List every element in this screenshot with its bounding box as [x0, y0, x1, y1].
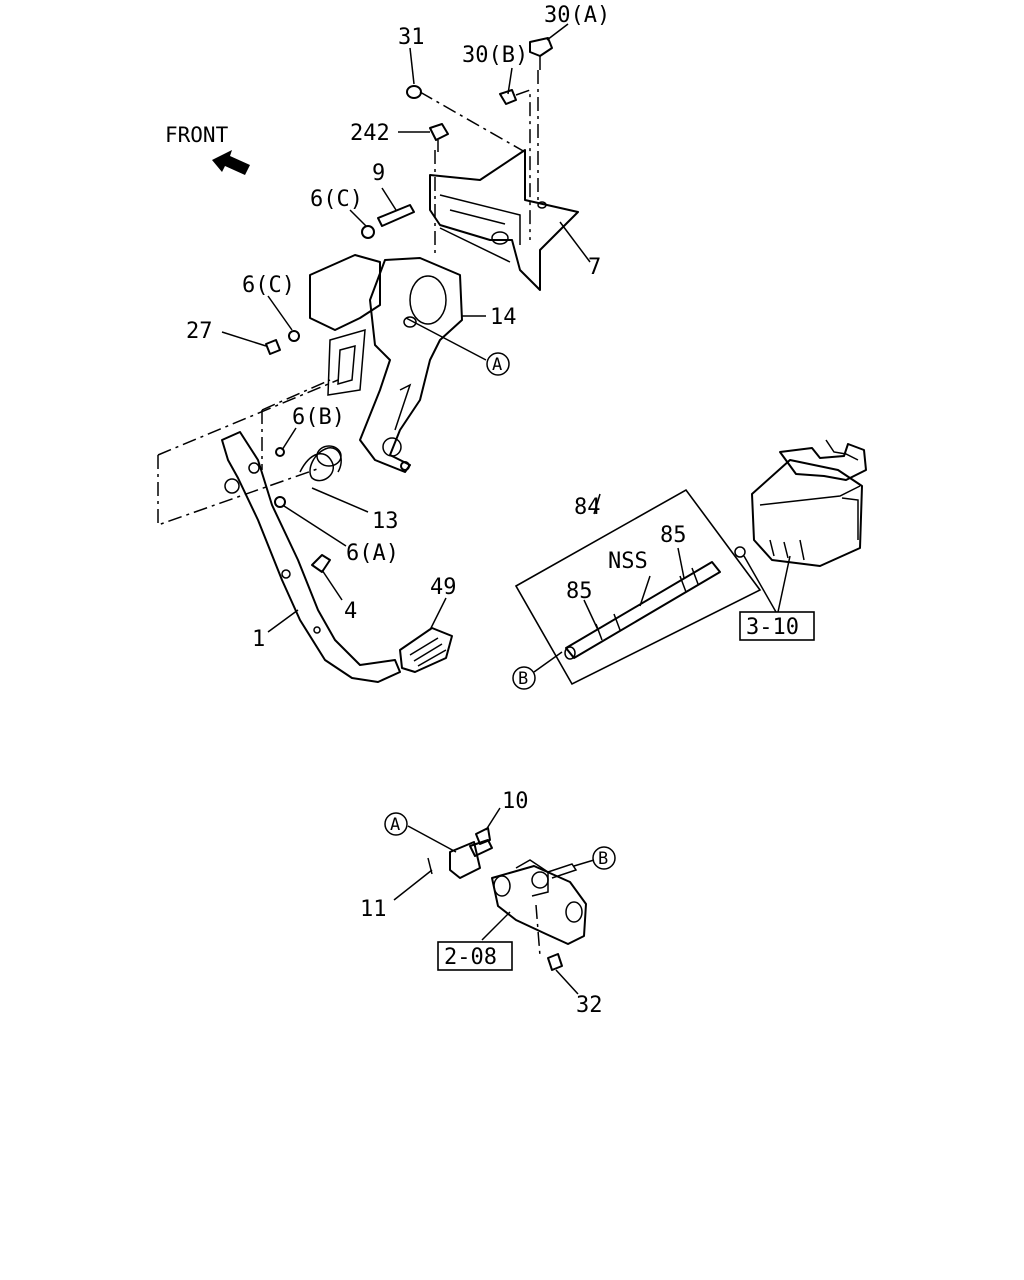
- nut-27: [265, 339, 281, 355]
- pedal-pad-49: [399, 627, 453, 673]
- marker-a-upper: [486, 352, 510, 376]
- callout-32: 32: [576, 993, 603, 1018]
- callout-4: 4: [344, 599, 357, 624]
- callout-7: 7: [588, 255, 601, 280]
- nut-32: [547, 953, 563, 971]
- callout-30b: 30(B): [462, 43, 528, 68]
- ref-3-10: 3-10: [746, 615, 799, 640]
- clip-4: [311, 554, 331, 573]
- callout-49: 49: [430, 575, 457, 600]
- callout-85-upper: 85: [660, 523, 687, 548]
- bolt-10: [475, 827, 491, 845]
- marker-b-lower-label: B: [598, 849, 608, 869]
- ref-2-08-box: [437, 941, 513, 971]
- callout-13: 13: [372, 509, 399, 534]
- hose-kit-84: 84 85 85 NSS B: [512, 488, 762, 690]
- callout-31: 31: [398, 25, 425, 50]
- switch-body: [449, 841, 481, 879]
- ref-3-10-box: [739, 611, 815, 641]
- bolt-9: [377, 204, 415, 227]
- front-arrow-icon: [212, 150, 250, 175]
- nut-6c-upper: [361, 225, 375, 239]
- washer-31: [406, 85, 422, 99]
- callout-85-lower: 85: [566, 579, 593, 604]
- bolt-30a-head: [529, 37, 553, 57]
- marker-a-lower: [384, 812, 408, 836]
- pin-6b: [275, 447, 285, 457]
- callout-9: 9: [372, 161, 385, 186]
- assembly-outline: [157, 379, 339, 527]
- marker-b-lower: [592, 846, 616, 870]
- callout-6a: 6(A): [346, 541, 399, 566]
- bolt-242-head: [429, 123, 449, 141]
- upper-callouts: 31 30(A) 30(B) 242 9 6(C) 7 6(C) 27 14 A…: [186, 3, 610, 652]
- callout-11: 11: [360, 897, 387, 922]
- hose: [565, 561, 721, 659]
- marker-b-upper: [512, 666, 536, 690]
- callout-1: 1: [252, 627, 265, 652]
- callout-nss: NSS: [608, 549, 648, 574]
- master-cylinder: [427, 827, 587, 971]
- nut-6a: [274, 496, 286, 508]
- callout-10: 10: [502, 789, 529, 814]
- lower-callouts: A 10 11 B 2-08 32: [360, 789, 616, 1018]
- marker-b-upper-label: B: [518, 669, 528, 689]
- callout-242: 242: [350, 121, 390, 146]
- bracket-7: [429, 149, 579, 291]
- reservoir-tank: 3-10: [734, 439, 867, 641]
- callout-14: 14: [490, 305, 517, 330]
- hose-kit-box: [514, 488, 762, 686]
- spring-13: [299, 445, 342, 482]
- marker-a-lower-label: A: [390, 815, 400, 835]
- ref-2-08: 2-08: [444, 945, 497, 970]
- bracket-14: [309, 254, 463, 473]
- nut-6c-lower: [288, 330, 300, 342]
- callout-6c-upper: 6(C): [310, 187, 363, 212]
- callout-6b: 6(B): [292, 405, 345, 430]
- callout-6c-lower: 6(C): [242, 273, 295, 298]
- front-label: FRONT: [165, 123, 229, 147]
- front-indicator: FRONT: [165, 123, 250, 175]
- marker-a-upper-label: A: [492, 355, 502, 375]
- callout-84: 84: [574, 495, 601, 520]
- callout-27: 27: [186, 319, 213, 344]
- callout-30a: 30(A): [544, 3, 610, 28]
- pedal-arm-1: [221, 431, 401, 683]
